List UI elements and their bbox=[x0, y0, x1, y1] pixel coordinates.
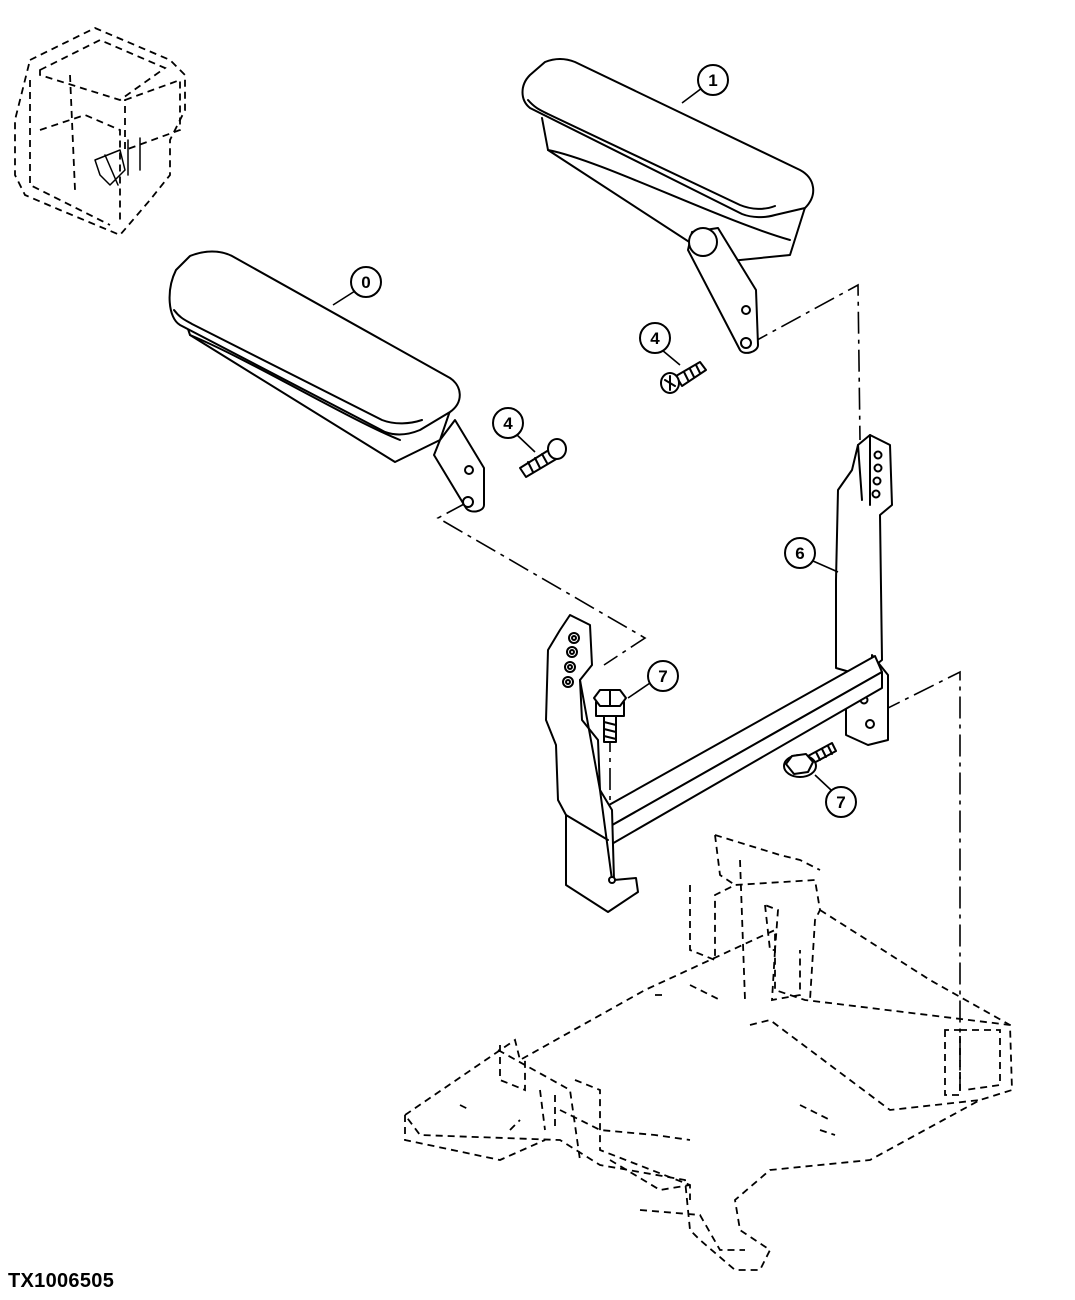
svg-text:7: 7 bbox=[658, 667, 667, 686]
callout-item-4-lower: 4 bbox=[492, 407, 536, 453]
svg-text:4: 4 bbox=[503, 414, 513, 433]
callout-item-6: 6 bbox=[784, 537, 839, 573]
screw-upper bbox=[660, 361, 707, 394]
bolt-vertical bbox=[593, 689, 627, 743]
svg-text:4: 4 bbox=[650, 329, 660, 348]
armrest-left bbox=[168, 250, 485, 513]
callout-item-7-upper: 7 bbox=[627, 660, 679, 699]
svg-text:7: 7 bbox=[836, 793, 845, 812]
svg-text:1: 1 bbox=[708, 71, 717, 90]
callout-item-4-upper: 4 bbox=[639, 322, 681, 366]
callout-item-1: 1 bbox=[681, 64, 729, 104]
svg-text:0: 0 bbox=[361, 273, 370, 292]
seat-base-phantom bbox=[403, 834, 1013, 1271]
callout-item-0: 0 bbox=[332, 266, 382, 306]
armrest-right bbox=[521, 58, 815, 354]
armrest-frame bbox=[545, 434, 893, 913]
callout-item-7-lower: 7 bbox=[814, 774, 857, 818]
figure-id-label: TX1006505 bbox=[8, 1270, 115, 1292]
cab-locator-icon bbox=[14, 27, 186, 237]
svg-text:6: 6 bbox=[795, 544, 804, 563]
bolt-horizontal bbox=[783, 742, 837, 778]
screw-lower bbox=[519, 438, 567, 478]
